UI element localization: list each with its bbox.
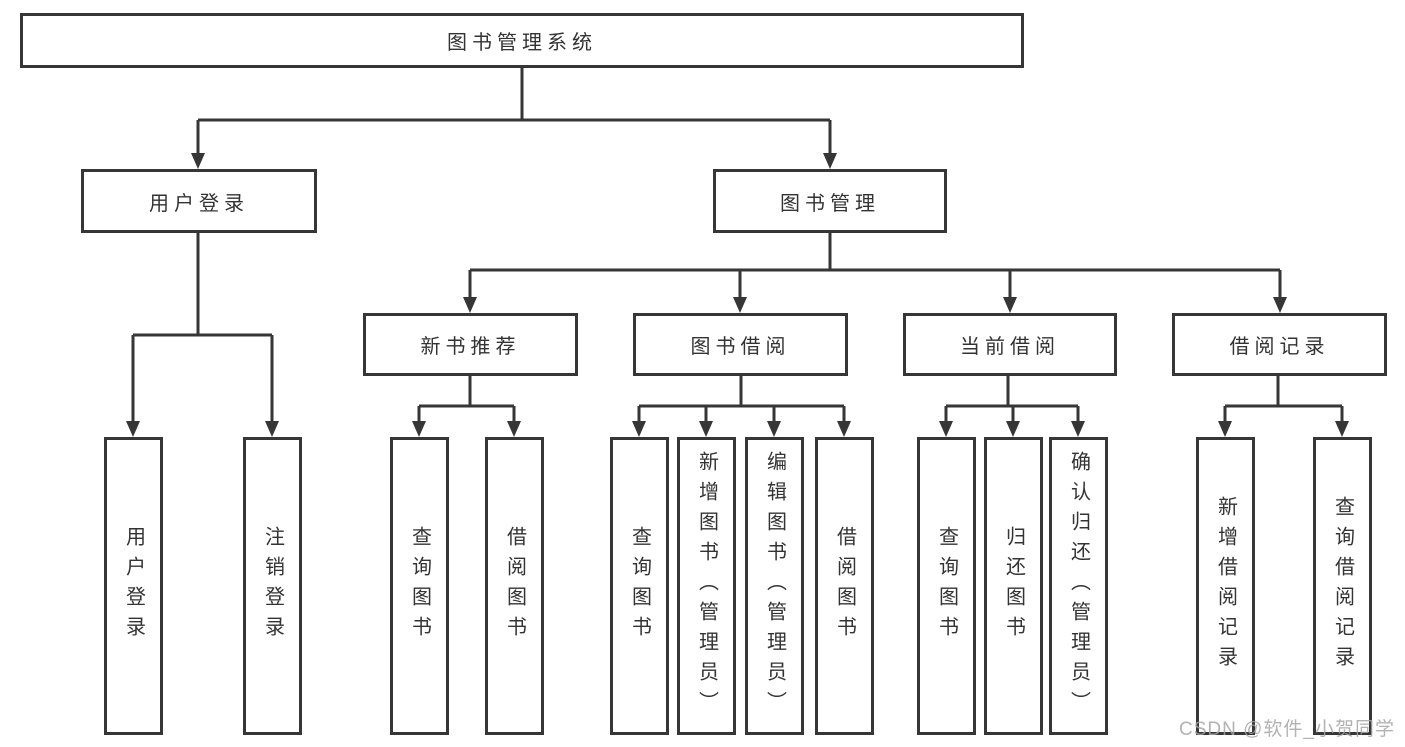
leaf-logout: 注销登录: [243, 437, 302, 735]
leaf-query-borrow-record: 查询借阅记录: [1313, 437, 1372, 735]
leaf-user-login: 用户登录: [104, 437, 163, 735]
leaf-confirm-return-admin: 确认归还（管理员）: [1049, 437, 1108, 735]
csdn-watermark: CSDN @软件_小贺同学: [1179, 719, 1395, 740]
leaf-query-books-borrow: 查询图书: [610, 437, 669, 735]
node-current-borrow: 当前借阅: [903, 313, 1117, 376]
leaf-return-books: 归还图书: [984, 437, 1043, 735]
leaf-query-books-current: 查询图书: [917, 437, 976, 735]
leaf-borrow-books-recommend: 借阅图书: [485, 437, 544, 735]
node-root-system: 图书管理系统: [20, 13, 1024, 68]
leaf-borrow-books: 借阅图书: [815, 437, 874, 735]
leaf-add-borrow-record: 新增借阅记录: [1196, 437, 1255, 735]
leaf-edit-books-admin: 编辑图书（管理员）: [745, 437, 804, 735]
node-new-book-recommend: 新书推荐: [363, 313, 578, 376]
arrowheads: [126, 153, 1349, 437]
node-user-login: 用户登录: [81, 169, 317, 233]
node-book-borrow: 图书借阅: [633, 313, 848, 376]
leaf-add-books-admin: 新增图书（管理员）: [677, 437, 736, 735]
node-book-management: 图书管理: [713, 169, 947, 233]
node-borrow-records: 借阅记录: [1172, 313, 1387, 376]
leaf-query-books-recommend: 查询图书: [390, 437, 449, 735]
